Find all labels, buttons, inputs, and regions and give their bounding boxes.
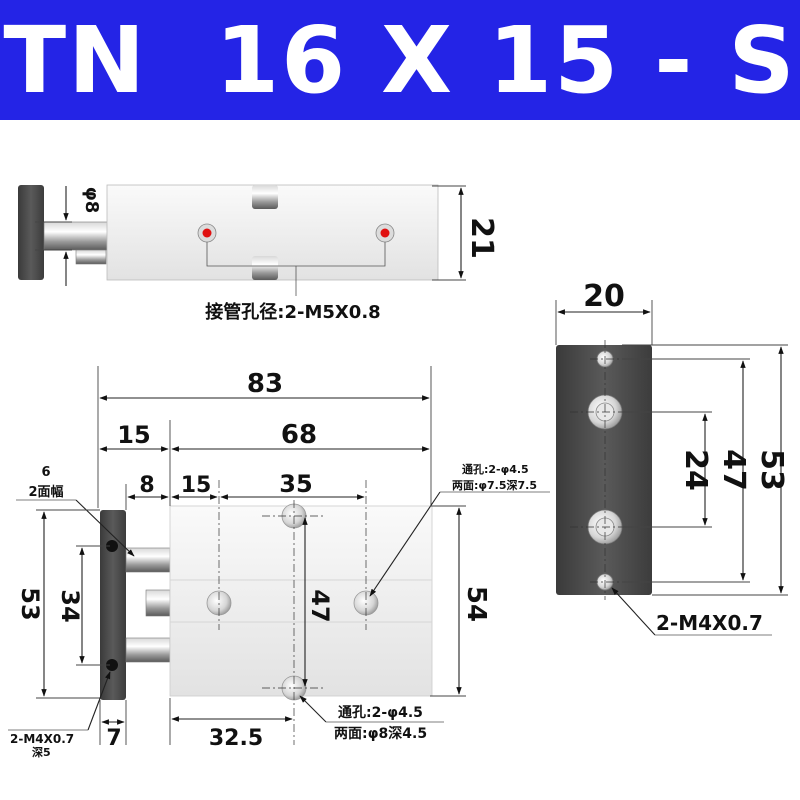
model-title: TN 16 X 15 - S <box>3 6 797 114</box>
through-hole-bottom-2: 两面:φ8深4.5 <box>334 725 427 742</box>
stroke-section-label: 15 <box>117 421 150 449</box>
plate-offset-label: 8 <box>139 473 154 498</box>
body-height-label: 54 <box>461 586 491 622</box>
through-hole-bottom-1: 通孔:2-φ4.5 <box>338 705 423 721</box>
end-height-label: 53 <box>754 449 789 491</box>
end-width-label: 20 <box>583 279 625 314</box>
body-center-height-label: 47 <box>306 589 334 622</box>
plate-hole-pitch-label: 34 <box>56 589 84 622</box>
port-dot-icon <box>380 228 390 238</box>
guide-rod-bottom <box>125 637 171 663</box>
front-view: 83 15 68 8 15 35 6 2面幅 通孔:2-φ4.5 两面:φ7.5… <box>8 366 550 759</box>
hole-position-label: 32.5 <box>209 726 263 751</box>
plate-width-text: 2面幅 <box>28 484 63 500</box>
guide-rod-top <box>125 547 171 573</box>
through-hole-top-1: 通孔:2-φ4.5 <box>462 463 529 476</box>
side-end-plate <box>18 185 44 280</box>
side-view: 接管孔径:2-M5X0.8 φ8 21 <box>18 184 499 323</box>
plate-tap-hole-top <box>106 540 118 552</box>
port-dot-icon <box>202 228 212 238</box>
end-center-pitch-label: 47 <box>716 449 751 491</box>
side-height-label: 21 <box>464 217 499 259</box>
title-banner: TN 16 X 15 - S <box>0 0 800 120</box>
end-view: 20 24 47 53 2-M4X0.7 <box>555 279 789 636</box>
plate-height-label: 53 <box>16 587 44 620</box>
front-end-plate <box>100 510 126 700</box>
side-bottom-boss <box>252 256 278 280</box>
plate-thickness-label: 7 <box>106 726 121 751</box>
plate-width-value: 6 <box>41 465 50 480</box>
plate-tap-note-2: 深5 <box>32 745 51 759</box>
hole-offset-label: 15 <box>181 473 212 498</box>
piston-rod <box>145 589 171 617</box>
plate-tap-hole-bottom <box>106 659 118 671</box>
through-hole-top-2: 两面:φ7.5深7.5 <box>452 478 537 492</box>
hole-pitch-label: 35 <box>279 470 312 498</box>
body-length-label: 68 <box>281 420 317 450</box>
end-plate <box>556 345 652 595</box>
end-inner-pitch-label: 24 <box>678 449 713 491</box>
side-rod <box>43 221 111 251</box>
end-tap-note: 2-M4X0.7 <box>656 611 763 635</box>
plate-tap-note-1: 2-M4X0.7 <box>10 732 74 746</box>
overall-length-label: 83 <box>247 369 283 399</box>
side-top-boss <box>252 185 278 209</box>
rod-diameter-label: φ8 <box>81 187 102 214</box>
port-note: 接管孔径:2-M5X0.8 <box>205 301 380 323</box>
side-guide-rod <box>75 249 107 265</box>
